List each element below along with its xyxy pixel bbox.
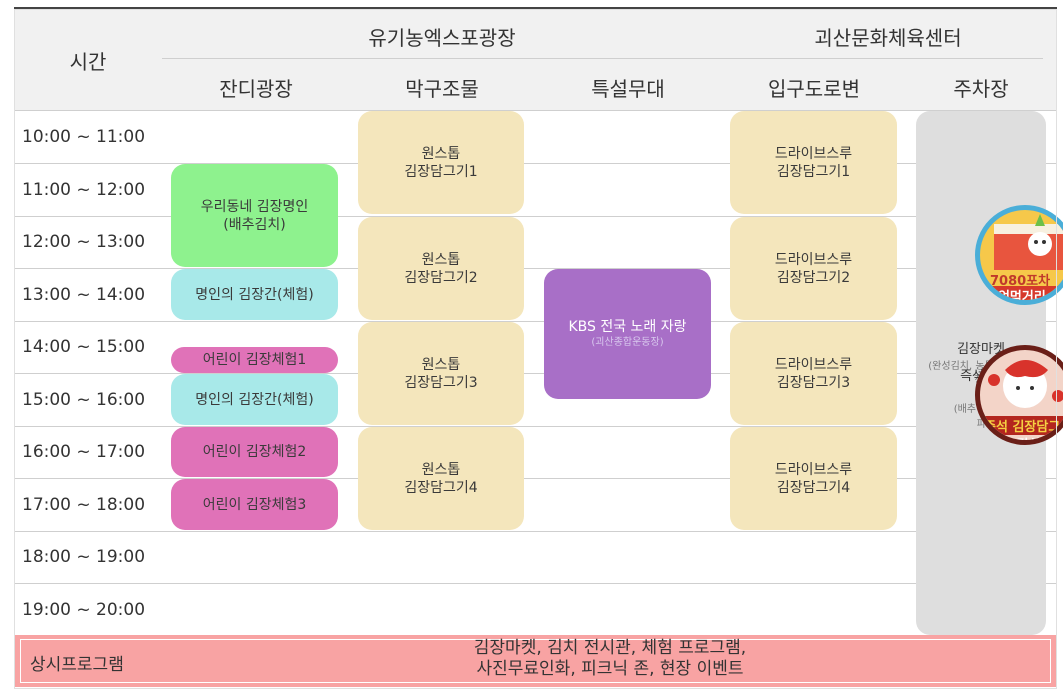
badge-subtitle: 추억먹거리 체: [980, 286, 1063, 300]
time-slot: 18:00 ~ 19:00: [22, 547, 146, 567]
event-title: KBS 전국 노래 자랑: [568, 319, 687, 335]
event-subtitle: 김장담그기1: [404, 163, 478, 180]
row-divider: [14, 426, 1057, 427]
event-master-experience: 명인의 김장간(체험): [171, 374, 338, 425]
event-title: 원스톱: [421, 356, 461, 373]
event-title: 어린이 김장체험1: [202, 352, 307, 368]
time-slot: 17:00 ~ 18:00: [22, 495, 146, 515]
event-location: (괴산종합운동장): [591, 337, 664, 348]
event-subtitle: 김장담그기1: [776, 163, 851, 180]
table-outline: [14, 9, 1057, 689]
instant-kimjang-title: 즉석: [960, 369, 984, 384]
time-header: 시간: [69, 50, 107, 74]
event-onestop-kimjang-1: 원스톱 김장담그기1: [358, 111, 524, 214]
instant-kimjang-badge-image: 즉석 김장담그 각종 김치판: [975, 345, 1063, 445]
food-stall-icon: [994, 214, 1063, 270]
time-slot: 10:00 ~ 11:00: [22, 127, 146, 147]
time-slot: 16:00 ~ 17:00: [22, 442, 146, 462]
column-header-lawn: 잔디광장: [219, 77, 293, 101]
event-subtitle: 김장담그기2: [776, 269, 851, 286]
event-onestop-kimjang-4: 원스톱 김장담그기4: [358, 427, 524, 530]
event-subtitle: 김장담그기4: [404, 479, 478, 496]
programs-line-1: 김장마켓, 김치 전시관, 체험 프로그램,: [473, 638, 747, 658]
event-title: 명인의 김장간(체험): [195, 391, 314, 408]
event-title: 원스톱: [421, 145, 461, 162]
event-kimjang-master: 우리동네 김장명인 (배추김치): [171, 164, 338, 267]
event-kids-kimjang-3: 어린이 김장체험3: [171, 479, 338, 530]
event-onestop-kimjang-3: 원스톱 김장담그기3: [358, 322, 524, 425]
instant-kimjang-detail: 파: [916, 418, 986, 432]
event-title: 드라이브스루: [774, 251, 853, 268]
time-slot: 13:00 ~ 14:00: [22, 285, 146, 305]
instant-kimjang-detail: (배추: [953, 404, 976, 415]
event-title: 어린이 김장체험2: [202, 444, 307, 460]
event-subtitle: 김장담그기4: [776, 479, 851, 496]
row-divider: [14, 373, 1057, 374]
cabbage-character-icon: [988, 360, 1063, 408]
always-on-programs-label: 상시프로그램: [30, 655, 124, 675]
event-title: 어린이 김장체험3: [202, 496, 307, 513]
event-drivethru-kimjang-1: 드라이브스루 김장담그기1: [730, 111, 897, 214]
badge-title: 즉석 김장담그: [980, 416, 1063, 435]
time-slot: 19:00 ~ 20:00: [22, 600, 146, 620]
column-header-entrance: 입구도로변: [768, 77, 860, 101]
row-divider: [14, 321, 1057, 322]
event-title: 드라이브스루: [774, 145, 853, 162]
event-subtitle: (배추김치): [223, 216, 286, 233]
badge-subtitle: 각종 김치판: [980, 434, 1063, 440]
column-header-tent: 막구조물: [405, 77, 479, 101]
header-divider: [162, 58, 1043, 59]
table-header: [14, 9, 1057, 111]
time-slot: 15:00 ~ 16:00: [22, 390, 146, 410]
programs-line-2: 사진무료인화, 피크닉 존, 현장 이벤트: [476, 659, 744, 679]
event-subtitle: 김장담그기2: [404, 269, 478, 286]
event-kbs-song-contest: KBS 전국 노래 자랑 (괴산종합운동장): [544, 269, 711, 399]
pocha-badge-image: 7080포차 추억먹거리 체: [975, 205, 1063, 305]
event-subtitle: 김장담그기3: [404, 374, 478, 391]
event-title: 원스톱: [421, 461, 461, 478]
row-divider: [14, 163, 1057, 164]
market-title: 김장마켓: [957, 342, 1005, 357]
always-on-programs-row: [14, 635, 1057, 687]
event-drivethru-kimjang-3: 드라이브스루 김장담그기3: [730, 322, 897, 425]
event-title: 원스톱: [421, 251, 461, 268]
event-title: 명인의 김장간(체험): [195, 286, 314, 303]
top-border: [14, 7, 1057, 9]
event-subtitle: 김장담그기3: [776, 374, 851, 391]
event-title: 우리동네 김장명인: [200, 198, 309, 215]
event-onestop-kimjang-2: 원스톱 김장담그기2: [358, 217, 524, 320]
time-slot: 14:00 ~ 15:00: [22, 337, 146, 357]
footer-border: [20, 639, 1051, 683]
always-on-programs-list: 김장마켓, 김치 전시관, 체험 프로그램, 사진무료인화, 피크닉 존, 현장…: [474, 638, 746, 680]
event-drivethru-kimjang-2: 드라이브스루 김장담그기2: [730, 217, 897, 320]
time-slot: 12:00 ~ 13:00: [22, 232, 146, 252]
event-kids-kimjang-2: 어린이 김장체험2: [171, 427, 338, 477]
venue-header-expo: 유기농엑스포광장: [368, 26, 516, 50]
column-header-parking: 주차장: [953, 77, 1009, 101]
row-divider: [14, 531, 1057, 532]
venue-header-sports-center: 괴산문화체육센터: [814, 26, 962, 50]
event-master-experience: 명인의 김장간(체험): [171, 269, 338, 320]
row-divider: [14, 478, 1057, 479]
row-divider: [14, 216, 1057, 217]
column-header-stage: 특설무대: [591, 77, 665, 101]
row-divider: [14, 583, 1057, 584]
event-title: 드라이브스루: [774, 356, 853, 373]
badge-title: 7080포차: [990, 274, 1051, 289]
event-drivethru-kimjang-4: 드라이브스루 김장담그기4: [730, 427, 897, 530]
time-slot: 11:00 ~ 12:00: [22, 180, 146, 200]
event-kids-kimjang-1: 어린이 김장체험1: [171, 347, 338, 373]
row-divider: [14, 268, 1057, 269]
event-title: 드라이브스루: [774, 461, 853, 478]
